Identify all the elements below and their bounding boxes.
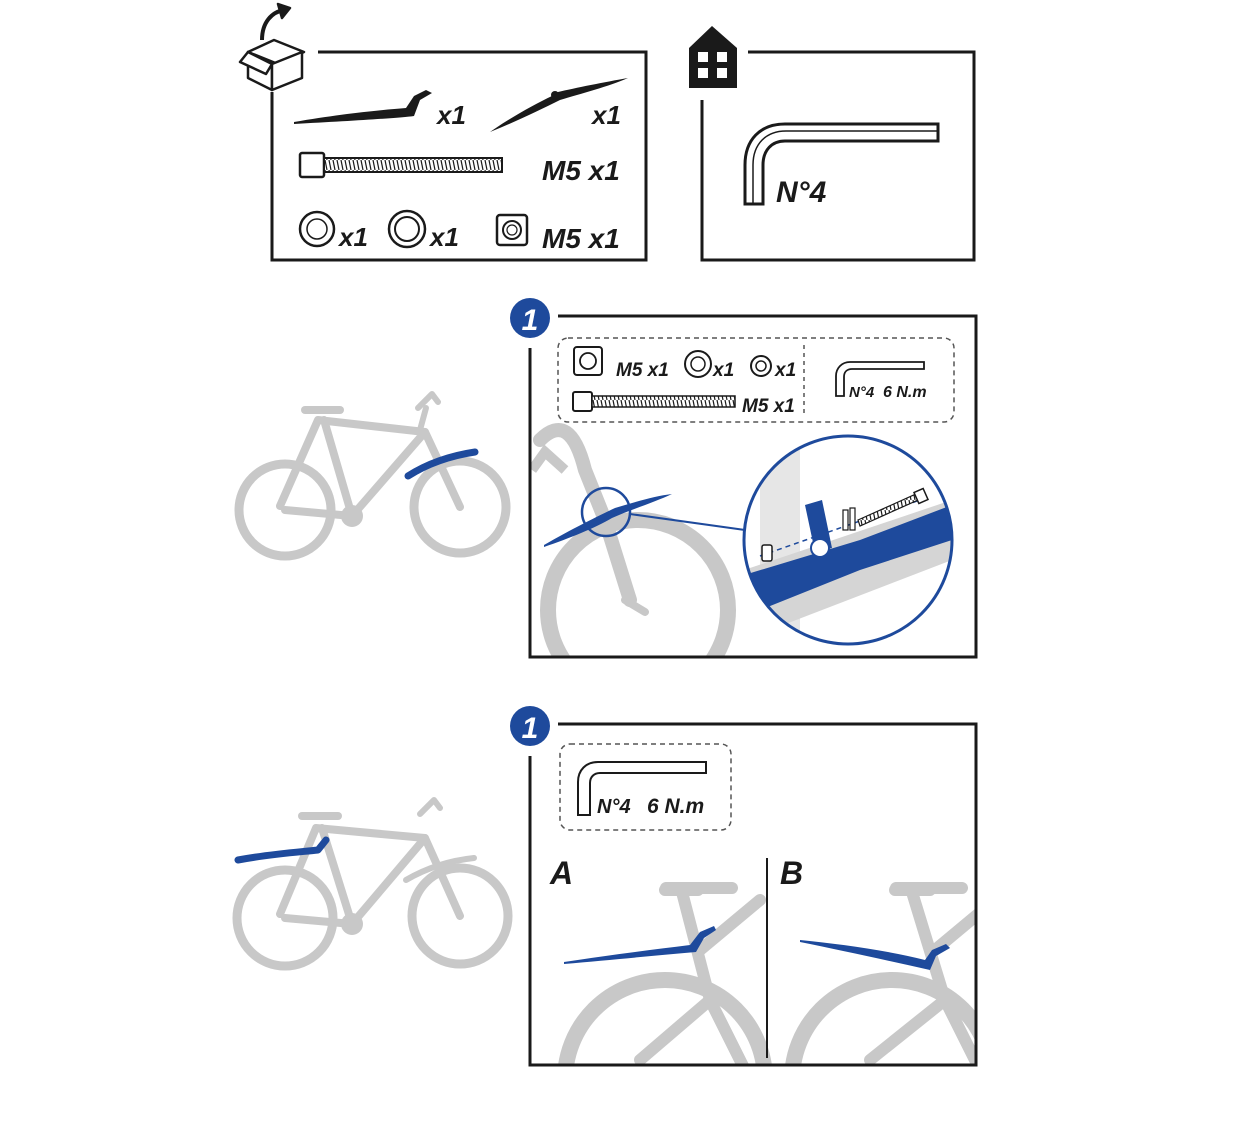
front-mudguard-highlight <box>404 448 479 480</box>
option-a-illustration <box>558 882 772 1065</box>
large-washer-part <box>387 209 427 249</box>
step-rear-tool-label: N°4 <box>597 796 631 818</box>
bike-rear-mudguard-overview <box>232 797 513 971</box>
box-contents-panel: x1 x1 M5 x1 x1 x1 M5 x1 <box>238 2 648 262</box>
step-number-badge-2 <box>510 706 550 746</box>
step-front-torque-label: 6 N.m <box>883 384 927 401</box>
step-front-washer1-qty: x1 <box>712 360 734 381</box>
house-icon <box>689 26 737 88</box>
square-nut-label: M5 x1 <box>542 223 620 254</box>
step-number: 1 <box>522 304 539 337</box>
option-a-label: A <box>549 855 573 891</box>
step-rear-panel: 1 N°4 6 N.m A B <box>510 706 978 1067</box>
option-b-illustration <box>785 882 976 1065</box>
small-washer-qty: x1 <box>337 222 368 252</box>
step-front-nut-label: M5 x1 <box>616 360 669 381</box>
option-b-label: B <box>780 855 803 891</box>
step-front-tool-label: N°4 <box>849 384 875 401</box>
large-washer-qty: x1 <box>428 222 459 252</box>
square-nut-icon <box>573 346 603 376</box>
front-mudguard-part <box>490 78 628 132</box>
hex-key-label: N°4 <box>776 176 827 209</box>
washer-icon-small <box>750 355 772 377</box>
tools-panel: N°4 <box>689 26 976 262</box>
bike-front-mudguard-overview <box>234 391 511 561</box>
step-rear-number: 1 <box>522 712 539 745</box>
rear-mudguard-highlight <box>234 836 330 864</box>
step-number-badge <box>510 298 550 338</box>
rear-mudguard-qty: x1 <box>435 100 466 130</box>
step-rear-torque-label: 6 N.m <box>647 795 704 818</box>
washer-icon <box>684 350 712 378</box>
bolt-label: M5 x1 <box>542 155 620 186</box>
step-front-bolt-label: M5 x1 <box>742 396 795 417</box>
detail-callout-ring <box>580 486 632 538</box>
hex-key-icon <box>835 361 925 397</box>
small-washer-part <box>298 210 336 248</box>
step-front-washer2-qty: x1 <box>774 360 796 381</box>
rear-mudguard-part <box>294 90 432 124</box>
hex-key-tool <box>743 122 940 206</box>
square-nut-part <box>495 213 529 247</box>
front-mudguard-qty: x1 <box>590 100 621 130</box>
hex-key-icon-2 <box>577 761 707 816</box>
open-box-icon <box>238 2 306 92</box>
bolt-part <box>298 151 503 179</box>
step-front-panel: 1 M5 x1 x1 x1 M5 x1 N°4 6 N.m <box>510 298 978 659</box>
zoom-detail <box>744 436 952 644</box>
bolt-icon <box>572 391 593 412</box>
